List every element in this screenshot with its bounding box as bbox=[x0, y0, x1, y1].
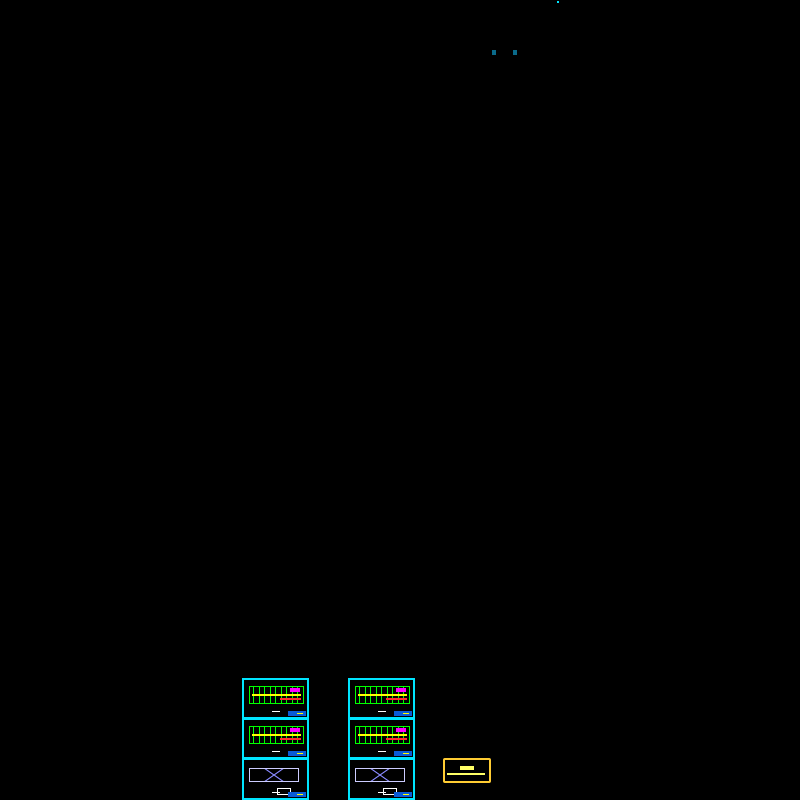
subtitle-mark bbox=[447, 773, 485, 775]
stair-block bbox=[290, 688, 300, 692]
wall-band bbox=[386, 698, 407, 700]
drawing-sheet-floor-plan[interactable] bbox=[242, 718, 309, 759]
detail-box bbox=[383, 788, 397, 795]
drawing-sheet-roof-plan[interactable] bbox=[348, 758, 415, 800]
stair-block bbox=[396, 728, 406, 732]
drawing-label bbox=[378, 711, 386, 712]
roof-plan bbox=[249, 768, 299, 782]
corridor-band bbox=[358, 734, 407, 736]
corridor-band bbox=[252, 694, 301, 696]
corridor-band bbox=[252, 734, 301, 736]
block-marker-1 bbox=[492, 50, 496, 55]
drawing-label bbox=[272, 751, 280, 752]
title-strip bbox=[394, 711, 412, 716]
drawing-sheet-floor-plan[interactable] bbox=[348, 718, 415, 759]
drawing-sheet-floor-plan[interactable] bbox=[242, 678, 309, 719]
drawing-label bbox=[272, 792, 280, 793]
grid-line bbox=[302, 687, 304, 703]
floor-plan-grid bbox=[249, 686, 304, 704]
grid-line bbox=[408, 727, 410, 743]
title-strip bbox=[288, 751, 306, 756]
stair-block bbox=[396, 688, 406, 692]
grid-line bbox=[302, 727, 304, 743]
detail-box bbox=[277, 788, 291, 795]
wall-band bbox=[280, 698, 301, 700]
title-block bbox=[443, 758, 491, 783]
title-strip bbox=[394, 751, 412, 756]
floor-plan-grid bbox=[355, 726, 410, 744]
title-strip bbox=[394, 792, 412, 797]
drawing-sheet-floor-plan[interactable] bbox=[348, 678, 415, 719]
top-marker bbox=[557, 1, 559, 3]
drawing-sheet-roof-plan[interactable] bbox=[242, 758, 309, 800]
drawing-label bbox=[378, 792, 386, 793]
drawing-label bbox=[378, 751, 386, 752]
corridor-band bbox=[358, 694, 407, 696]
roof-plan bbox=[355, 768, 405, 782]
floor-plan-grid bbox=[249, 726, 304, 744]
wall-band bbox=[280, 738, 301, 740]
title-strip bbox=[288, 792, 306, 797]
drawing-label bbox=[272, 711, 280, 712]
stair-block bbox=[290, 728, 300, 732]
wall-band bbox=[386, 738, 407, 740]
title-strip bbox=[288, 711, 306, 716]
grid-line bbox=[408, 687, 410, 703]
title-mark bbox=[460, 766, 474, 770]
floor-plan-grid bbox=[355, 686, 410, 704]
block-marker-2 bbox=[513, 50, 517, 55]
